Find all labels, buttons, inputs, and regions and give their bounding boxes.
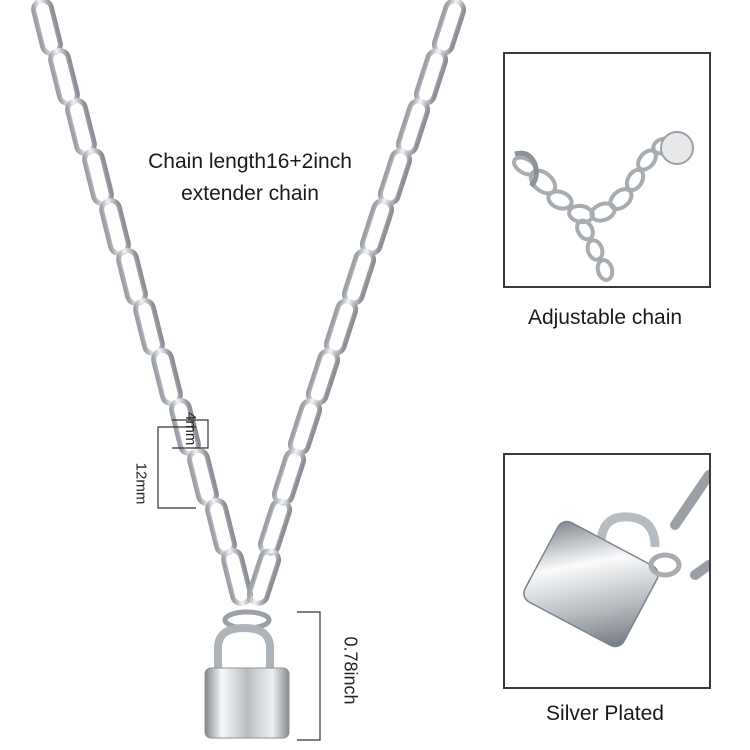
extender-chain-photo bbox=[503, 52, 711, 288]
link-width-label: 4mm bbox=[182, 412, 199, 446]
extender-chain-image bbox=[512, 131, 694, 282]
adjustable-chain-caption: Adjustable chain bbox=[527, 306, 683, 329]
padlock-pendant bbox=[204, 623, 290, 739]
link-length-label: 12mm bbox=[132, 462, 150, 505]
silver-plated-caption: Silver Plated bbox=[546, 702, 664, 725]
chain-length-label: Chain length16+2inch extender chain bbox=[148, 150, 352, 205]
pendant-dimension-lines bbox=[297, 611, 321, 741]
pendant-height-label: 0.78inch bbox=[340, 636, 361, 705]
padlock-closeup-image bbox=[523, 470, 709, 648]
right-chain bbox=[246, 0, 467, 606]
link-dimension-lines bbox=[157, 419, 209, 509]
necklace-illustration bbox=[31, 0, 467, 741]
left-chain bbox=[31, 0, 253, 606]
padlock-closeup-photo bbox=[503, 453, 711, 689]
